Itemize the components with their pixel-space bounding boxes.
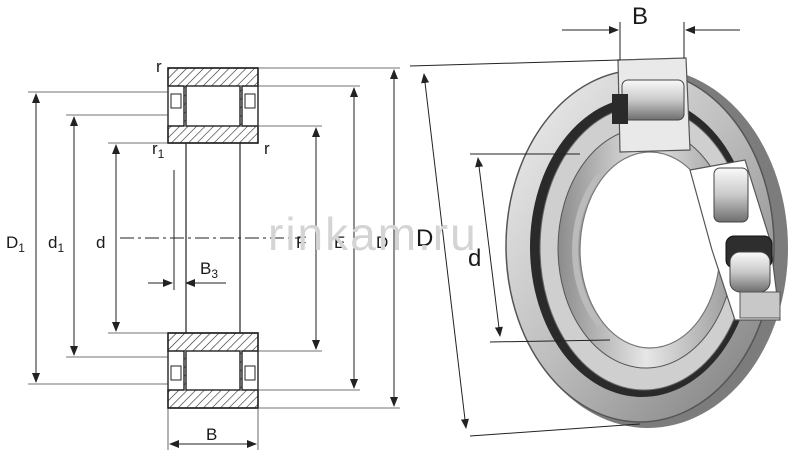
label-render-B: B bbox=[632, 3, 648, 30]
label-E: E bbox=[334, 233, 345, 252]
bearing-render: B D d bbox=[409, 3, 788, 437]
roller-top bbox=[621, 79, 685, 121]
roller bbox=[713, 167, 749, 223]
label-r1: r1 bbox=[152, 139, 165, 161]
label-F: F bbox=[296, 233, 306, 252]
label-r-right: r bbox=[264, 139, 270, 158]
label-d1: d1 bbox=[48, 233, 64, 255]
label-render-d: d bbox=[468, 245, 481, 272]
label-r-top: r bbox=[156, 57, 162, 76]
roller bbox=[729, 251, 771, 293]
lower-section bbox=[167, 332, 259, 409]
label-D1: D1 bbox=[6, 233, 25, 255]
label-render-D: D bbox=[416, 225, 433, 252]
label-B-bottom: B bbox=[206, 425, 217, 444]
label-d: d bbox=[96, 233, 105, 252]
watermark: rinkam.ru bbox=[268, 208, 478, 260]
label-B3: B3 bbox=[200, 259, 218, 281]
upper-section bbox=[167, 67, 259, 144]
cross-section-drawing: r r1 r D1 d1 d B3 F E D B bbox=[6, 57, 400, 450]
label-D: D bbox=[376, 233, 388, 252]
